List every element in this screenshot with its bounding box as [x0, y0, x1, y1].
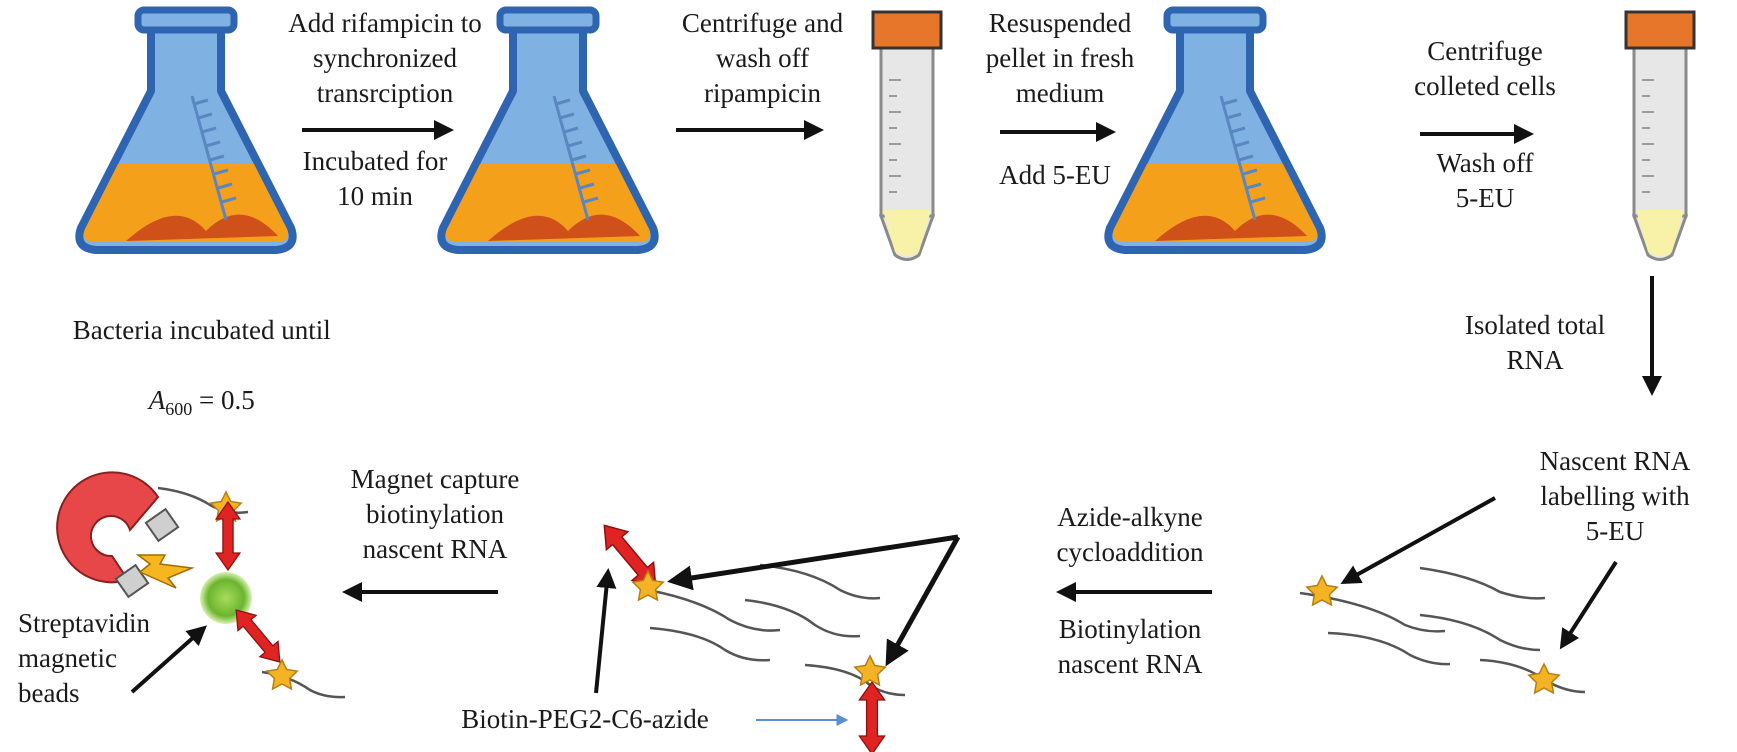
step-bacteria-label: Bacteria incubated until A600 = 0.5 [30, 278, 360, 427]
magnet-icon [56, 471, 180, 599]
lightning-bolt-icon [135, 554, 195, 589]
step-magnet-capture-label: Magnet capture biotinylation nascent RNA [350, 464, 520, 564]
step-resuspended-label: Resuspended pellet in fresh medium [985, 8, 1135, 108]
step-isolated-rna-label: Isolated total RNA [1464, 310, 1606, 375]
step-biotinylation-label: Biotinylation nascent RNA [1057, 614, 1203, 679]
star-5eu-icon [266, 659, 298, 690]
step-centrifuge-collected-label: Centrifuge colleted cells [1414, 36, 1556, 101]
step-incubated-label: Incubated for 10 min [302, 146, 448, 211]
star-5eu-icon [854, 655, 886, 686]
arrow [1559, 560, 1618, 650]
arrow [594, 568, 617, 694]
arrow [667, 534, 959, 591]
biotin-arrow-icon [226, 601, 290, 671]
centrifuge-tube-icon [871, 10, 943, 261]
step-nascent-labelling-label: Nascent RNA labelling with 5-EU [1539, 446, 1691, 546]
step-centrifuge-wash-label: Centrifuge and wash off ripampicin [681, 8, 844, 108]
step-add-5eu-label: Add 5-EU [999, 160, 1111, 190]
star-5eu-icon [1306, 575, 1338, 606]
centrifuge-tube-icon [1624, 10, 1696, 261]
star-5eu-icon [1528, 663, 1560, 694]
arrow [885, 535, 961, 667]
a600-value: A600 = 0.5 [148, 385, 255, 419]
rna-strands-biotinylated [647, 563, 906, 697]
step-wash-5eu-label: Wash off 5-EU [1436, 148, 1534, 213]
arrow [130, 625, 207, 694]
step-biotin-peg-label: Biotin-PEG2-C6-azide [461, 704, 709, 734]
biotin-arrow-icon [858, 681, 886, 752]
step-add-rifampicin-label: Add rifampicin to synchronized transrcip… [288, 8, 482, 108]
bacteria-text: Bacteria incubated until [72, 315, 331, 345]
arrow [1340, 496, 1496, 584]
step-azide-alkyne-label: Azide-alkyne cycloaddition [1056, 502, 1204, 567]
step-streptavidin-label: Streptavidin magnetic beads [18, 608, 150, 708]
flask-icon [79, 10, 292, 250]
